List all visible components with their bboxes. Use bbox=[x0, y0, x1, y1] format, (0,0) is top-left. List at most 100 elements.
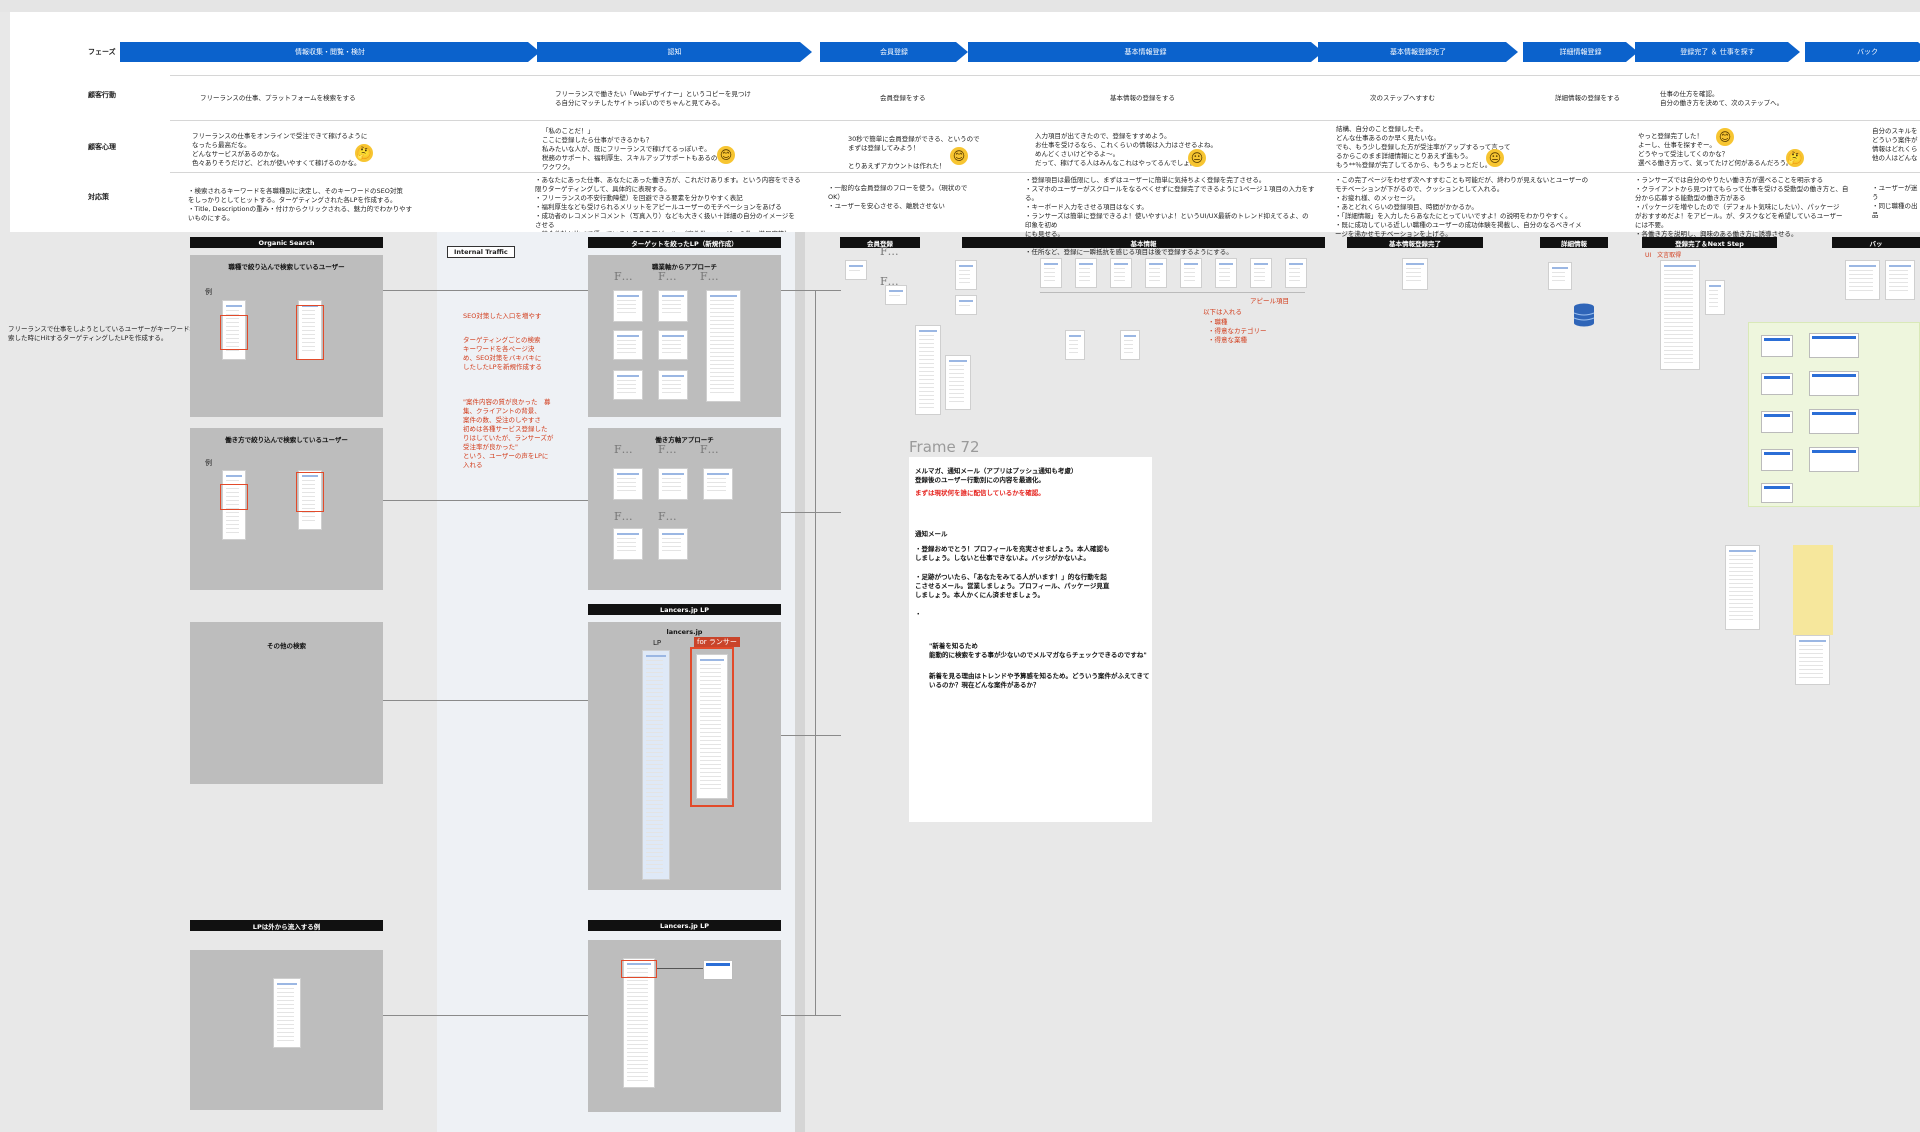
frame-72: メルマガ、通知メール（アプリはプッシュ通知も考慮） 登録後のユーザー行動別にの内… bbox=[909, 457, 1152, 822]
screenshot-thumbnail bbox=[1809, 333, 1859, 358]
psychology-cell: 入力項目が出てきたので、登録をすすめよう。 お仕事を受けるなら、これくらいの情報… bbox=[1035, 132, 1217, 167]
action-cell: 仕事の仕方を確認。 自分の働き方を決めて、次のステップへ。 bbox=[1660, 90, 1784, 107]
action-cell: 次のステップへすすむ bbox=[1370, 94, 1435, 102]
placeholder-frame: F… bbox=[658, 443, 677, 456]
placeholder-frame: F… bbox=[880, 275, 899, 288]
phase-arrow[interactable]: 登録完了 ＆ 仕事を探す bbox=[1635, 42, 1800, 62]
phase-arrow[interactable]: バック bbox=[1805, 42, 1920, 62]
flow-screen bbox=[1110, 258, 1132, 288]
screenshot-thumbnail bbox=[1809, 409, 1859, 434]
action-cell: 詳細情報の登録をする bbox=[1555, 94, 1620, 102]
screenshot-thumbnail bbox=[1761, 411, 1793, 433]
psychology-cell: 自分のスキルを どういう案件が 情報はどれくら 他の人はどんな bbox=[1872, 127, 1918, 162]
red-note: SEO対策した入口を増やす bbox=[463, 312, 542, 320]
phase-arrow[interactable]: 詳細情報登録 bbox=[1523, 42, 1638, 62]
red-note: "案件内容の質が良かった 募 集、クライアントの背景、 案件の数、受注のしやすさ… bbox=[463, 398, 554, 469]
row-divider bbox=[170, 120, 1920, 121]
red-note: ターゲティングごとの検索 キーワードを各ページ決 め、SEO対策をバキバキに し… bbox=[463, 336, 543, 371]
connector-line bbox=[383, 1015, 588, 1016]
customer-journey-map: フェーズ 顧客行動 顧客心理 対応策 情報収集・閲覧・検討 認知 会員登録 基本… bbox=[10, 12, 1920, 256]
smile-emoji-icon: 😊 bbox=[1716, 128, 1734, 146]
search-result-thumbnail bbox=[298, 300, 322, 360]
lp-long-thumbnail bbox=[623, 958, 655, 1088]
flow-screen-long bbox=[915, 325, 941, 415]
search-result-thumbnail bbox=[222, 470, 246, 540]
bracket-line bbox=[1040, 292, 1305, 293]
flow-screen bbox=[955, 295, 977, 315]
action-cell: 基本情報の登録をする bbox=[1110, 94, 1175, 102]
row-divider bbox=[170, 75, 1920, 76]
thinking-emoji-icon: 🤔 bbox=[1786, 149, 1804, 167]
after-input-title: 以下は入れる bbox=[1203, 308, 1242, 316]
response-cell: ・あなたにあった仕事、あなたにあった働き方が、これだけあります。という内容をでき… bbox=[535, 176, 801, 238]
screenshot-thumbnail bbox=[1809, 371, 1859, 396]
phase-arrow[interactable]: 基本情報登録完了 bbox=[1318, 42, 1518, 62]
flow-screen bbox=[1285, 258, 1307, 288]
flow-header-basic: 基本情報 bbox=[962, 237, 1325, 248]
psychology-cell: フリーランスの仕事をオンラインで受注できて稼げるように なったら最高だな。 どん… bbox=[192, 132, 368, 167]
row-label-psychology: 顧客心理 bbox=[88, 143, 116, 151]
lancers-lp-panel: lancers.jp LP for ランサー bbox=[588, 622, 781, 890]
phase-arrow[interactable]: 認知 bbox=[537, 42, 812, 62]
thinking-emoji-icon: 🤔 bbox=[355, 144, 373, 162]
response-cell: ・ユーザーが迷う ・同じ職種の出品 bbox=[1872, 184, 1918, 219]
example-label: 例 bbox=[205, 288, 212, 296]
lp-thumbnail bbox=[658, 370, 688, 400]
flow-screen bbox=[1705, 280, 1725, 315]
response-cell: ・検索されるキーワードを各職種別に決定し、そのキーワードのSEO対策 をしっかり… bbox=[188, 187, 413, 222]
placeholder-frame: F… bbox=[880, 245, 899, 258]
flow-screen bbox=[1548, 262, 1572, 290]
screenshot-thumbnail bbox=[1761, 483, 1793, 503]
lp-thumbnail bbox=[658, 290, 688, 322]
action-cell: フリーランスの仕事、プラットフォームを検索をする bbox=[200, 94, 356, 102]
flow-screen bbox=[955, 260, 977, 290]
frame72-line: 通知メール bbox=[915, 530, 948, 538]
frame72-line: 新着を見る理由はトレンドや予算感を知るため。どういう案件がふえてきて いるのか？… bbox=[929, 672, 1150, 689]
smile-emoji-icon: 😊 bbox=[717, 146, 735, 164]
search-result-thumbnail bbox=[222, 300, 246, 360]
psychology-cell: 結構、自分のこと登録したぞ。 どんな仕事あるのか早く見たいな。 でも、もう少し登… bbox=[1336, 125, 1511, 169]
phase-arrow[interactable]: 基本情報登録 bbox=[968, 42, 1323, 62]
panel-title: 働き方軸アプローチ bbox=[655, 436, 714, 444]
response-cell: ・一般的な会員登録のフローを使う。（現状のでOK） ・ユーザーを安心させる、離脱… bbox=[828, 184, 968, 210]
frame72-line: まずは現状何を誰に配信しているかを確認。 bbox=[915, 489, 1045, 497]
flow-header-back: バッ bbox=[1832, 237, 1920, 248]
screenshot-thumbnail bbox=[1761, 449, 1793, 471]
flow-screen bbox=[1180, 258, 1202, 288]
frame72-line: ・ bbox=[915, 610, 922, 618]
highlight-box bbox=[220, 484, 248, 510]
connector-line bbox=[815, 290, 816, 1015]
flow-screen-long bbox=[1725, 545, 1760, 630]
screenshot-thumbnail bbox=[1761, 335, 1793, 357]
row-label-phase: フェーズ bbox=[88, 48, 116, 56]
response-cell: ・この完了ページをわせず次へすすむことも可能だが、終わりが見えないとユーザーの … bbox=[1335, 176, 1589, 238]
canvas-top-band bbox=[0, 0, 1920, 12]
lp-long-thumbnail bbox=[696, 654, 728, 799]
phase-arrow[interactable]: 情報収集・閲覧・検討 bbox=[120, 42, 540, 62]
flow-screen bbox=[1250, 258, 1272, 288]
phase-arrow[interactable]: 会員登録 bbox=[820, 42, 968, 62]
highlight-box bbox=[220, 315, 248, 350]
organic-panel-other: その他の検索 bbox=[190, 622, 383, 784]
panel-title: 職業軸からアプローチ bbox=[652, 263, 717, 271]
for-lancer-label: for ランサー bbox=[694, 637, 740, 647]
flow-screen bbox=[1402, 258, 1428, 290]
lp-thumbnail bbox=[613, 528, 643, 560]
highlight-box bbox=[296, 305, 324, 360]
action-cell: 会員登録をする bbox=[880, 94, 926, 102]
lp-thumbnail bbox=[613, 330, 643, 360]
psychology-cell: やっと登録完了した！ よーし、仕事を探すぞー。 どうやって受注してくのかな？ 選… bbox=[1638, 132, 1793, 167]
flow-screen bbox=[1040, 258, 1062, 288]
left-description-note: フリーランスで仕事をしようとしているユーザーがキーワード検 索した時にHitする… bbox=[8, 325, 197, 342]
panel-title: 職種で絞り込んで検索しているユーザー bbox=[228, 263, 345, 271]
option-screens-frame bbox=[1748, 322, 1920, 507]
internal-traffic-label: Internal Traffic bbox=[447, 246, 515, 258]
row-label-response: 対応策 bbox=[88, 193, 109, 201]
lp-thumbnail bbox=[658, 330, 688, 360]
frame-72-label: Frame 72 bbox=[909, 438, 980, 456]
row-divider bbox=[170, 172, 1920, 173]
connector-line bbox=[383, 290, 588, 291]
lp-thumbnail bbox=[703, 468, 733, 500]
flow-screen bbox=[1885, 260, 1915, 300]
organic-panel-occupation: 職種で絞り込んで検索しているユーザー 例 bbox=[190, 255, 383, 417]
